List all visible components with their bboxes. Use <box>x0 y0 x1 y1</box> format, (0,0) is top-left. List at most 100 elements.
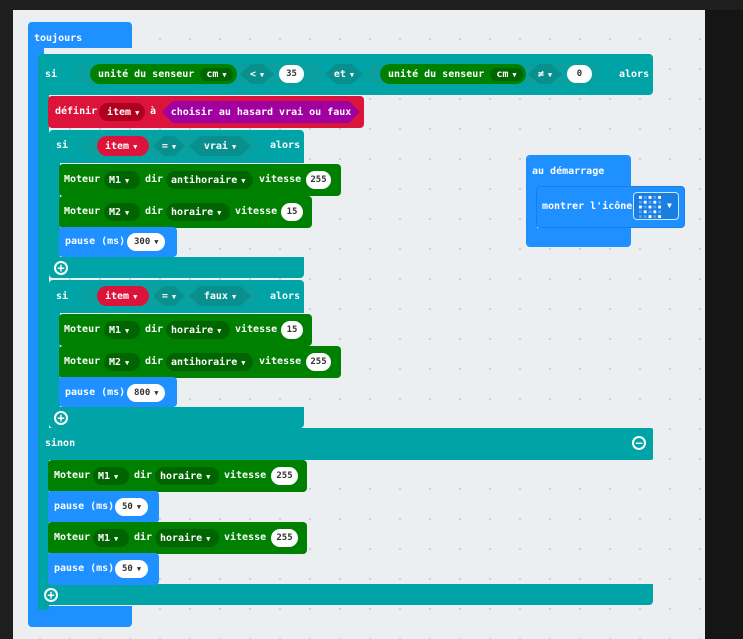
if-faux-bool-value: faux <box>204 291 236 302</box>
operator-neq-value: ≠ <box>538 69 552 80</box>
logic-and-value: et <box>334 69 354 80</box>
if-vrai-item-value: item <box>105 141 137 152</box>
vrai-motor2-vitesse: vitesse <box>235 206 278 217</box>
logic-and-dropdown[interactable]: et <box>325 64 363 84</box>
show-icon-label: montrer l'icône <box>542 201 633 212</box>
forever-block-foot <box>28 606 132 627</box>
faux-motor2-dir: dir <box>145 356 164 367</box>
else-pause2-value-dropdown[interactable]: 50 <box>115 560 149 578</box>
faux-pause-label: pause (ms) <box>65 387 126 398</box>
sensor-distance-right[interactable]: unité du senseur cm <box>380 64 526 84</box>
operator-neq-dropdown[interactable]: ≠ <box>528 64 562 84</box>
else-motor2-vitesse: vitesse <box>224 532 267 543</box>
if-faux-item-value: item <box>105 291 137 302</box>
vrai-motor1-speed-input[interactable]: 255 <box>306 171 331 189</box>
on-start-label: au démarrage <box>532 166 605 177</box>
on-start-block[interactable] <box>526 155 631 189</box>
faux-motor1-moteur: Moteur <box>64 324 101 335</box>
vrai-motor2-speed-input[interactable]: 15 <box>281 203 303 221</box>
on-start-foot <box>526 228 631 247</box>
vrai-motor1-direction-value: antihoraire <box>171 175 245 186</box>
faux-motor1-direction-dropdown[interactable]: horaire <box>166 321 230 339</box>
if-faux-op-dropdown[interactable]: = <box>153 286 185 306</box>
outer-if-sinon-bar <box>38 428 653 460</box>
else-motor2-moteur: Moteur <box>54 532 91 543</box>
vrai-motor2-moteur: Moteur <box>64 206 101 217</box>
faux-motor2-speed-input[interactable]: 255 <box>306 353 331 371</box>
set-item-a-label: à <box>150 106 157 117</box>
else-motor1-dir: dir <box>134 470 153 481</box>
if-vrai-arm <box>49 160 60 260</box>
sensor-unit-left-dropdown[interactable]: cm <box>200 67 233 81</box>
outer-if-add-branch-icon[interactable]: + <box>44 588 58 602</box>
vrai-motor1-motor-value: M1 <box>109 175 129 186</box>
if-faux-alors-label: alors <box>270 291 301 302</box>
zero-input[interactable]: 0 <box>567 65 592 83</box>
if-vrai-item-variable[interactable]: item <box>97 136 149 156</box>
random-bool-block[interactable]: choisir au hasard vrai ou faux <box>162 101 360 123</box>
if-vrai-alors-label: alors <box>270 140 301 151</box>
vrai-motor2-direction-dropdown[interactable]: horaire <box>166 203 230 221</box>
else-motor2-motor-value: M1 <box>98 533 118 544</box>
vrai-motor2-motor-dropdown[interactable]: M2 <box>104 203 140 221</box>
vrai-pause-value-dropdown[interactable]: 300 <box>127 233 166 251</box>
sensor-unit-right-dropdown[interactable]: cm <box>490 67 523 81</box>
vrai-motor1-direction-dropdown[interactable]: antihoraire <box>166 171 253 189</box>
outer-if-si-label: si <box>45 69 58 80</box>
faux-motor2-direction-dropdown[interactable]: antihoraire <box>166 353 253 371</box>
else-pause2-label: pause (ms) <box>54 563 115 574</box>
sensor-distance-left-label: unité du senseur <box>98 68 195 80</box>
threshold-input[interactable]: 35 <box>279 65 304 83</box>
else-motor1-direction-dropdown[interactable]: horaire <box>155 467 219 485</box>
vrai-motor2-motor-value: M2 <box>109 207 129 218</box>
else-motor2-speed-input[interactable]: 255 <box>271 529 298 547</box>
if-vrai-footer <box>49 257 304 278</box>
if-faux-si-label: si <box>56 291 69 302</box>
faux-motor1-dir: dir <box>145 324 164 335</box>
faux-motor1-motor-dropdown[interactable]: M1 <box>104 321 140 339</box>
if-vrai-bool-value: vrai <box>204 141 236 152</box>
else-motor2-dir: dir <box>134 532 153 543</box>
if-vrai-op-value: = <box>162 141 176 152</box>
if-faux-op-value: = <box>162 291 176 302</box>
sensor-distance-left[interactable]: unité du senseur cm <box>90 64 237 84</box>
else-motor2-motor-dropdown[interactable]: M1 <box>93 529 129 547</box>
else-pause1-label: pause (ms) <box>54 501 115 512</box>
random-bool-label: choisir au hasard vrai ou faux <box>170 106 352 118</box>
if-faux-footer <box>49 407 304 428</box>
if-faux-item-variable[interactable]: item <box>97 286 149 306</box>
sensor-distance-right-label: unité du senseur <box>388 68 485 80</box>
faux-motor2-motor-dropdown[interactable]: M2 <box>104 353 140 371</box>
sinon-label: sinon <box>45 438 76 449</box>
else-motor1-motor-dropdown[interactable]: M1 <box>93 467 129 485</box>
on-start-arm <box>526 185 537 235</box>
vrai-motor1-motor-dropdown[interactable]: M1 <box>104 171 140 189</box>
set-item-definir-label: définir <box>55 106 98 117</box>
vrai-motor1-vitesse: vitesse <box>259 174 302 185</box>
remove-else-icon[interactable]: − <box>632 436 646 450</box>
if-vrai-add-branch-icon[interactable]: + <box>54 261 68 275</box>
faux-motor2-vitesse: vitesse <box>259 356 302 367</box>
if-faux-add-branch-icon[interactable]: + <box>54 411 68 425</box>
set-item-variable-value: item <box>107 107 139 118</box>
faux-pause-value-dropdown[interactable]: 800 <box>127 384 166 402</box>
vrai-motor2-direction-value: horaire <box>171 207 221 218</box>
if-vrai-op-dropdown[interactable]: = <box>153 136 185 156</box>
else-motor1-speed-input[interactable]: 255 <box>271 467 298 485</box>
forever-block[interactable] <box>28 22 132 48</box>
faux-motor1-direction-value: horaire <box>171 325 221 336</box>
outer-if-footer <box>38 584 653 605</box>
faux-motor1-speed-input[interactable]: 15 <box>281 321 303 339</box>
faux-motor1-vitesse: vitesse <box>235 324 278 335</box>
if-faux-bool-dropdown[interactable]: faux <box>189 286 251 306</box>
vrai-motor2-dir: dir <box>145 206 164 217</box>
else-pause1-value-dropdown[interactable]: 50 <box>115 498 149 516</box>
operator-lt-dropdown[interactable]: < <box>240 64 274 84</box>
else-motor2-direction-dropdown[interactable]: horaire <box>155 529 219 547</box>
faux-motor2-moteur: Moteur <box>64 356 101 367</box>
outer-if-arm <box>38 90 49 610</box>
set-item-variable-dropdown[interactable]: item <box>99 103 145 121</box>
icon-picker-dropdown[interactable]: ▼ <box>633 192 679 220</box>
if-vrai-si-label: si <box>56 140 69 151</box>
if-vrai-bool-dropdown[interactable]: vrai <box>189 136 251 156</box>
